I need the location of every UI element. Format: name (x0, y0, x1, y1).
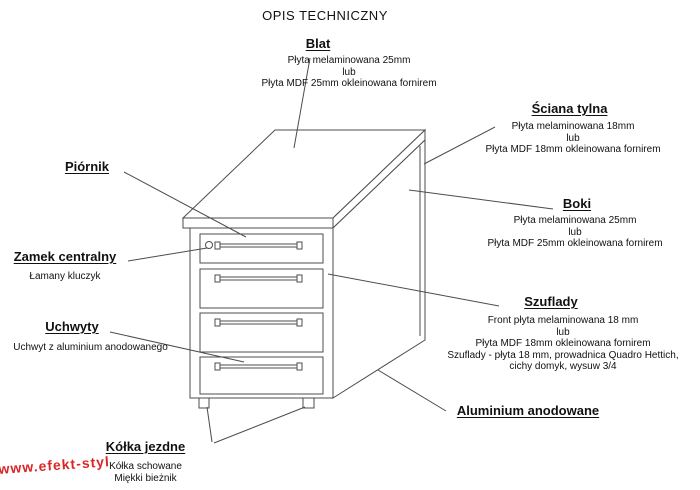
label-sciana-tylna-notes: Płyta melaminowana 18mm lub Płyta MDF 18… (480, 121, 666, 156)
leader-lines (110, 58, 553, 443)
note-line: Front płyta melaminowana 18 mm (487, 315, 639, 326)
note-line: Płyta melaminowana 18mm (511, 121, 635, 132)
leader-kolka-right (214, 407, 305, 443)
note-line: lub (566, 132, 580, 144)
label-blat-notes: Płyta melaminowana 25mm lub Płyta MDF 25… (243, 55, 455, 90)
note-line: Płyta MDF 18mm okleinowana fornirem (485, 144, 661, 155)
leader-kolka-left (207, 407, 212, 442)
note-line: Płyta MDF 25mm okleinowana fornirem (261, 78, 437, 89)
note-line: Miękki bieżnik (114, 472, 177, 484)
label-uchwyty-notes: Uchwyt z aluminium anodowanego (3, 342, 178, 354)
drawer-handle-2 (215, 275, 302, 282)
cabinet-front (190, 228, 333, 398)
label-piornik: Piórnik (64, 159, 110, 174)
label-aluminium-anodowane: Aluminium anodowane (456, 403, 600, 418)
leader-zamek-centralny (128, 248, 207, 261)
leader-boki (409, 190, 553, 209)
cabinet-top-slab (183, 130, 425, 228)
wheel-right (303, 398, 314, 408)
label-boki-notes: Płyta melaminowana 25mm lub Płyta MDF 25… (480, 215, 670, 250)
label-szuflady-notes: Front płyta melaminowana 18 mm lub Płyta… (438, 315, 688, 373)
top-front-edge (183, 218, 333, 228)
drawer-front-piornik (200, 234, 323, 263)
note-line: lub (556, 326, 570, 338)
drawer-handle-3 (215, 319, 302, 326)
label-szuflady: Szuflady (524, 294, 578, 309)
note-line: Płyta melaminowana 25mm (287, 55, 411, 66)
note-line: Płyta melaminowana 25mm (513, 215, 637, 226)
note-line: cichy domyk, wysuw 3/4 (509, 361, 617, 372)
leader-blat (294, 58, 310, 148)
drawer-handle-4 (215, 363, 302, 370)
label-kolka-notes: Kółka schowane Miękki bieżnik (93, 461, 198, 484)
note-line: Uchwyt z aluminium anodowanego (13, 342, 168, 353)
drawer-handle-1 (215, 242, 302, 249)
note-line: Płyta MDF 25mm okleinowana fornirem (487, 238, 663, 249)
label-kolka-jezdne: Kółka jezdne (105, 439, 186, 454)
label-zamek-centralny: Zamek centralny (13, 249, 117, 264)
note-line: Szuflady - płyta 18 mm, prowadnica Quadr… (447, 349, 679, 361)
leader-sciana-tylna (424, 127, 495, 164)
drawer-front-3 (200, 313, 323, 352)
label-boki: Boki (562, 196, 592, 211)
note-line: lub (342, 66, 356, 78)
leader-szuflady (328, 274, 499, 306)
leader-piornik (124, 172, 246, 237)
drawer-front-4 (200, 357, 323, 394)
note-line: Łamany kluczyk (29, 271, 101, 282)
label-zamek-notes: Łamany kluczyk (2, 271, 128, 283)
note-line: Kółka schowane (109, 461, 182, 472)
cabinet-wheels (199, 398, 314, 408)
note-line: Płyta MDF 18mm okleinowana fornirem (475, 338, 651, 349)
label-blat: Blat (305, 36, 331, 51)
leader-uchwyty (110, 332, 244, 362)
note-line: lub (568, 226, 582, 238)
page-title: OPIS TECHNICZNY (262, 8, 388, 23)
drawer-front-2 (200, 269, 323, 308)
label-sciana-tylna: Ściana tylna (531, 101, 608, 116)
wheel-left (199, 398, 209, 408)
leader-aluminium (378, 370, 446, 411)
keyhole-icon (206, 242, 213, 249)
label-uchwyty: Uchwyty (45, 319, 99, 334)
